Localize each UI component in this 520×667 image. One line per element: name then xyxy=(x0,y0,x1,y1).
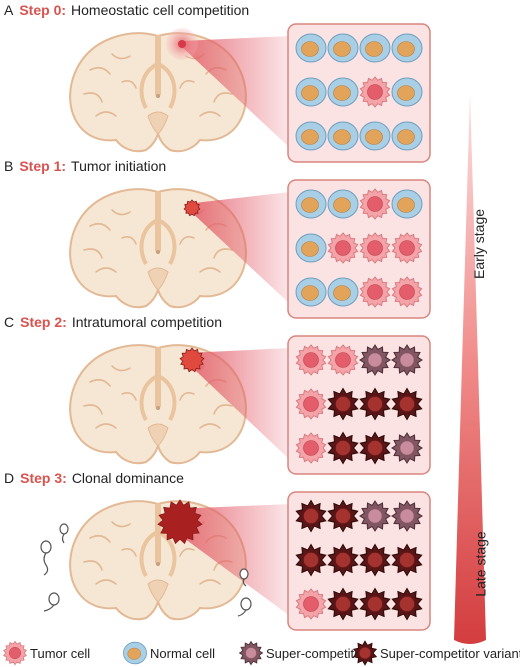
normal-cell xyxy=(327,121,359,151)
super-competitor-variant-cell xyxy=(359,543,391,577)
normal-cell xyxy=(295,33,327,63)
legend-swatch xyxy=(3,640,27,666)
normal-cell xyxy=(295,77,327,107)
super-competitor-variant-cell xyxy=(352,640,378,666)
super-competitor-variant-cell xyxy=(359,387,391,421)
legend-item-n: Normal cell xyxy=(122,640,215,666)
stage-cone xyxy=(454,92,486,644)
legend-swatch xyxy=(238,640,264,666)
flagellate-4 xyxy=(239,568,249,587)
super-competitor-variant-cell xyxy=(327,499,359,533)
tumor-cell xyxy=(295,344,327,376)
normal-cell xyxy=(295,233,327,263)
normal-cell xyxy=(327,33,359,63)
unicellular-organisms xyxy=(40,523,252,617)
cell-grid xyxy=(295,33,423,151)
legend-label: Super-competitor xyxy=(266,645,366,661)
super-competitor-cell xyxy=(391,500,423,532)
super-competitor-variant-cell xyxy=(391,543,423,577)
super-competitor-variant-cell xyxy=(359,587,391,621)
legend-item-s: Super-competitor xyxy=(238,640,366,666)
super-competitor-variant-cell xyxy=(327,543,359,577)
tumor-cell xyxy=(295,588,327,620)
tumor-focus xyxy=(178,40,186,48)
tumor-cell xyxy=(295,388,327,420)
step-row-1 xyxy=(69,179,431,319)
cell-panel xyxy=(287,491,431,631)
zoom-beam xyxy=(180,504,290,616)
legend-label: Tumor cell xyxy=(30,645,91,661)
legend-label: Super-competitor variant xyxy=(380,645,520,661)
tumor-mass xyxy=(179,347,205,373)
cell-grid xyxy=(295,188,423,308)
flagellate-2 xyxy=(59,523,69,544)
normal-cell xyxy=(295,277,327,307)
normal-cell xyxy=(391,189,423,219)
flagellate-1 xyxy=(40,540,52,576)
super-competitor-cell xyxy=(238,640,264,666)
normal-cell xyxy=(391,121,423,151)
normal-cell xyxy=(327,189,359,219)
super-competitor-cell xyxy=(359,344,391,376)
super-competitor-variant-cell xyxy=(391,387,423,421)
flagellate-5 xyxy=(237,597,252,617)
tumor-cell xyxy=(327,344,359,376)
tumor-cell xyxy=(359,232,391,264)
cell-grid xyxy=(295,344,423,465)
tumor-cell xyxy=(391,276,423,308)
super-competitor-cell xyxy=(391,432,423,464)
flagellate-3 xyxy=(43,592,60,612)
tumor-cell xyxy=(327,232,359,264)
super-competitor-variant-cell xyxy=(327,431,359,465)
step-row-0 xyxy=(69,23,431,163)
super-competitor-variant-cell xyxy=(295,499,327,533)
normal-cell xyxy=(123,641,147,665)
super-competitor-variant-cell xyxy=(327,587,359,621)
tumor-cell xyxy=(359,76,391,108)
normal-cell xyxy=(359,33,391,63)
normal-cell xyxy=(327,77,359,107)
tumor-cell xyxy=(359,188,391,220)
tumor-mass xyxy=(183,199,201,217)
super-competitor-cell xyxy=(391,344,423,376)
zoom-beam xyxy=(192,348,290,460)
tumor-cell xyxy=(3,640,27,666)
tumor-cell xyxy=(295,432,327,464)
legend-item-v: Super-competitor variant xyxy=(352,640,520,666)
super-competitor-variant-cell xyxy=(391,587,423,621)
super-competitor-cell xyxy=(359,500,391,532)
super-competitor-variant-cell xyxy=(327,387,359,421)
tumor-cell xyxy=(359,276,391,308)
cell-grid xyxy=(295,499,423,621)
legend-item-t: Tumor cell xyxy=(2,640,90,666)
normal-cell xyxy=(295,189,327,219)
zoom-beam xyxy=(182,36,290,148)
legend-swatch xyxy=(352,640,378,666)
normal-cell xyxy=(327,277,359,307)
legend: Tumor cell Normal cell Super-competitor Sup… xyxy=(0,640,520,666)
legend-label: Normal cell xyxy=(150,645,216,661)
step-row-3 xyxy=(69,491,431,631)
normal-cell xyxy=(391,77,423,107)
super-competitor-variant-cell xyxy=(295,543,327,577)
tumor-cell xyxy=(391,232,423,264)
normal-cell xyxy=(295,121,327,151)
tumor-mass xyxy=(157,499,203,545)
zoom-beam xyxy=(192,192,290,304)
cell-panel xyxy=(287,335,431,475)
legend-swatch xyxy=(123,641,147,665)
normal-cell xyxy=(391,33,423,63)
step-row-2 xyxy=(69,335,431,475)
normal-cell xyxy=(359,121,391,151)
super-competitor-variant-cell xyxy=(359,431,391,465)
